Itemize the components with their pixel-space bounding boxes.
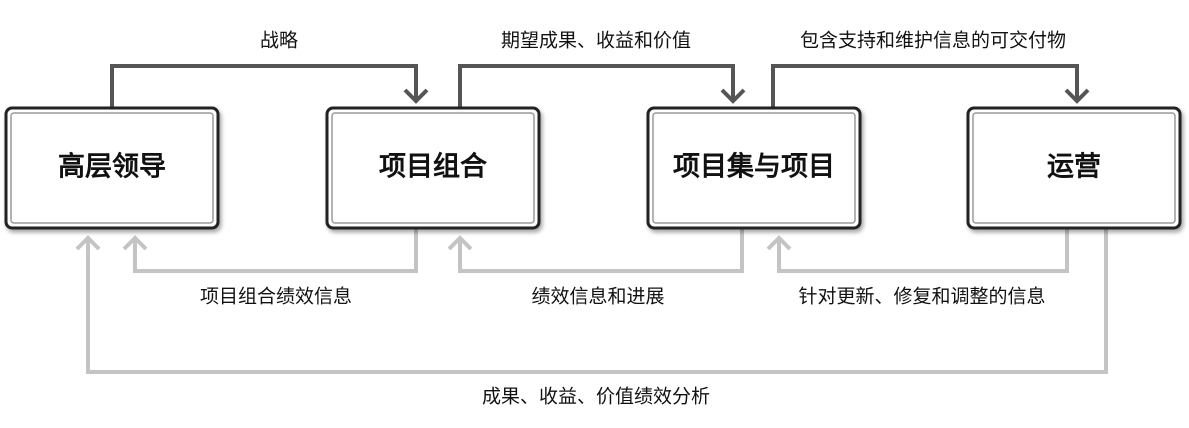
forward-flow-strategy (110, 64, 429, 107)
label-benefits-analysis: 成果、收益、价值绩效分析 (482, 386, 710, 408)
label-portfolio-performance: 项目组合绩效信息 (200, 286, 352, 308)
box-programs-projects: 项目集与项目 (646, 106, 862, 230)
box-senior-leadership: 高层领导 (4, 106, 220, 230)
label-strategy: 战略 (260, 30, 298, 52)
feedback-flow-portfolio-performance (122, 229, 418, 273)
feedback-flow-benefits-analysis (75, 229, 1108, 374)
box-label-operations: 运营 (1047, 152, 1101, 183)
box-label-programs-projects: 项目集与项目 (673, 151, 835, 183)
box-portfolio: 项目组合 (325, 106, 541, 230)
forward-flow-deliverables (771, 64, 1090, 107)
box-label-senior-leadership: 高层领导 (58, 151, 166, 183)
box-label-portfolio: 项目组合 (379, 151, 487, 183)
feedback-flow-performance-progress (447, 229, 744, 273)
label-expected-outcomes: 期望成果、收益和价值 (501, 30, 691, 52)
label-updates-fixes: 针对更新、修复和调整的信息 (798, 286, 1045, 308)
label-deliverables: 包含支持和维护信息的可交付物 (800, 30, 1066, 52)
forward-flow-outcomes (458, 64, 746, 107)
box-operations: 运营 (966, 106, 1182, 230)
feedback-flow-updates (766, 229, 1069, 273)
label-performance-progress: 绩效信息和进展 (531, 286, 664, 308)
